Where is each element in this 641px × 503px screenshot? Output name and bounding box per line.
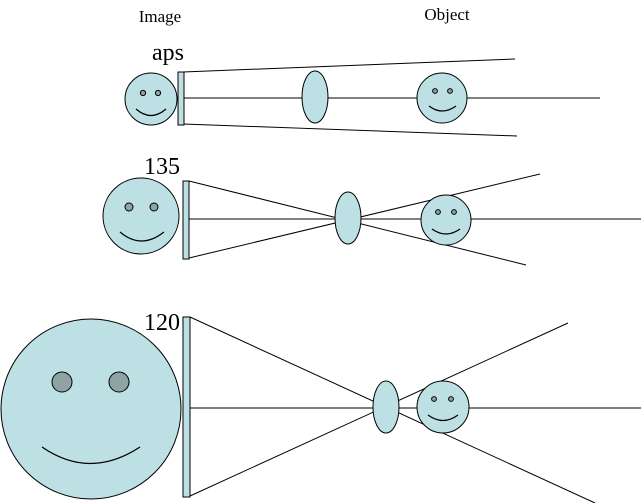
120-object-face	[416, 380, 470, 434]
aps-object-face	[416, 72, 468, 124]
135-format-label: 135	[144, 154, 180, 180]
135-row: 135	[102, 154, 641, 266]
image-column-header: Image	[139, 7, 181, 26]
135-image-face	[102, 177, 180, 255]
135-ray-bottom	[188, 173, 541, 259]
135-object-face	[420, 194, 472, 246]
aps-lens	[301, 70, 329, 124]
120-format-label: 120	[144, 310, 180, 336]
120-lens	[372, 380, 400, 434]
120-sensor	[182, 316, 191, 498]
120-image-face	[0, 318, 182, 500]
aps-ray-top	[182, 58, 516, 73]
120-row: 120	[0, 310, 641, 503]
object-column-header: Object	[424, 5, 470, 24]
aps-sensor	[177, 71, 185, 126]
135-sensor	[182, 180, 190, 260]
aps-ray-bottom	[182, 123, 518, 137]
aps-format-label: aps	[152, 40, 184, 66]
aps-image-face	[124, 72, 178, 126]
aps-row: aps	[124, 40, 600, 137]
135-lens	[334, 191, 362, 245]
